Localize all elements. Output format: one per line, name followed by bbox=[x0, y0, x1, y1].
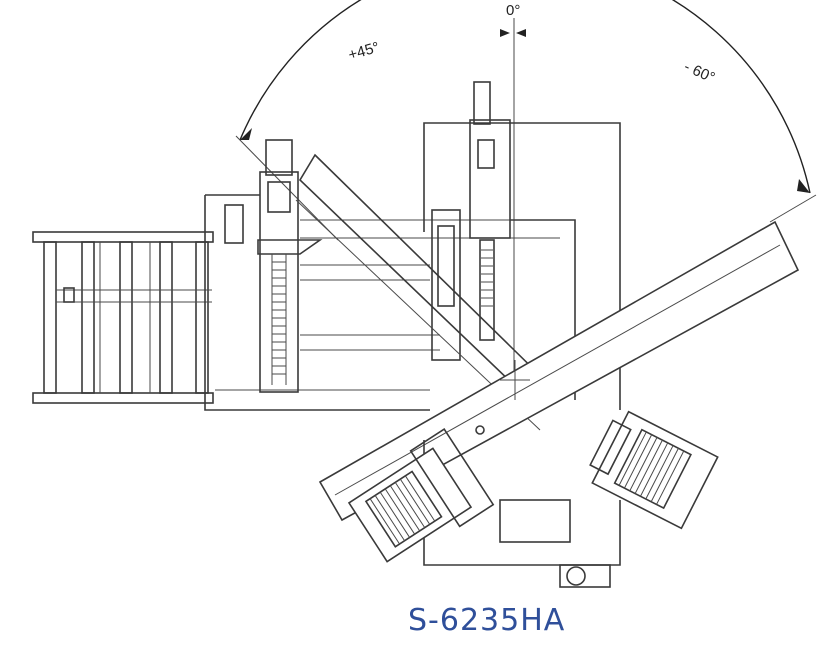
infeed-roller-table bbox=[32, 231, 214, 404]
angle-dimension bbox=[235, 0, 817, 400]
angle-label-minus60: - 60° bbox=[681, 58, 717, 86]
saw-bow bbox=[318, 220, 800, 522]
right-drive-motor bbox=[589, 410, 719, 530]
base-frame bbox=[204, 194, 560, 411]
angle-label-zero: 0° bbox=[506, 2, 520, 19]
left-drive-motor bbox=[347, 428, 495, 563]
angle-label-plus45: +45° bbox=[346, 39, 381, 64]
model-number: S-6235HA bbox=[408, 603, 566, 638]
left-vise-column bbox=[257, 139, 323, 393]
